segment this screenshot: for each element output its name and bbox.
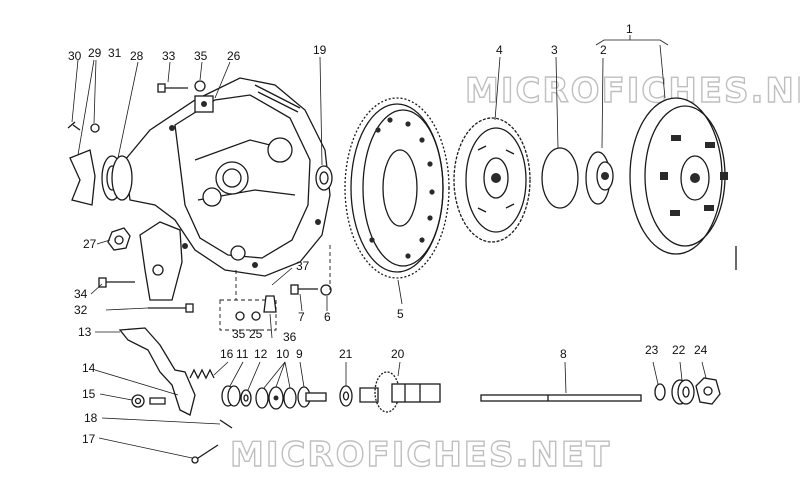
callout-24: 24 xyxy=(694,343,708,357)
callout-27: 27 xyxy=(83,237,97,251)
screw-30 xyxy=(67,121,81,131)
callout-28: 28 xyxy=(130,49,144,63)
callout-37: 37 xyxy=(296,259,310,273)
screw-7 xyxy=(290,284,318,295)
pressure-plate-1 xyxy=(629,97,728,255)
callout-33: 33 xyxy=(162,49,176,63)
o-ring-23 xyxy=(654,383,666,401)
callout-34: 34 xyxy=(74,287,88,301)
watermark-top: MICROFICHES.NET xyxy=(465,71,800,111)
screw-33 xyxy=(157,83,188,93)
callout-14: 14 xyxy=(82,361,96,375)
callout-20: 20 xyxy=(391,347,405,361)
callout-21: 21 xyxy=(339,347,353,361)
callout-8: 8 xyxy=(560,347,567,361)
callout-12: 12 xyxy=(254,347,268,361)
callout-labels: 1 2 3 4 5 6 7 8 9 10 11 12 13 14 15 16 1… xyxy=(68,22,708,446)
washer-21 xyxy=(339,385,353,407)
washer-31 xyxy=(90,123,100,133)
callout-11: 11 xyxy=(236,347,249,361)
push-rod-8 xyxy=(480,394,642,402)
thrust-plate-2 xyxy=(585,151,614,205)
clutch-housing xyxy=(124,77,331,301)
clutch-disc-4 xyxy=(453,117,531,243)
bushing-22 xyxy=(671,379,695,405)
washer-35-bottom xyxy=(235,311,245,321)
callout-5: 5 xyxy=(397,307,404,321)
bleeder-36 xyxy=(263,295,277,313)
callout-31: 31 xyxy=(108,46,122,60)
callout-13: 13 xyxy=(78,325,92,339)
oil-seal-19 xyxy=(315,165,333,191)
thrust-piece-9 xyxy=(297,386,327,408)
half-washer-29 xyxy=(69,149,96,206)
washer-25 xyxy=(251,311,261,321)
snap-ring-3 xyxy=(541,147,579,209)
callout-1: 1 xyxy=(626,22,633,36)
callout-7: 7 xyxy=(298,310,305,324)
callout-29: 29 xyxy=(88,46,102,60)
callout-16: 16 xyxy=(220,347,234,361)
gear-shaft-20 xyxy=(359,371,441,413)
callout-17: 17 xyxy=(82,432,96,446)
pin-17 xyxy=(191,444,219,464)
washer-35-top xyxy=(194,80,206,92)
pin-18 xyxy=(219,419,233,429)
callout-23: 23 xyxy=(645,343,659,357)
callout-6: 6 xyxy=(324,310,331,324)
bearing-28 xyxy=(101,155,133,201)
nut-24 xyxy=(695,377,721,405)
callout-32: 32 xyxy=(74,303,88,317)
flywheel-ring-gear-5 xyxy=(344,97,450,279)
callout-15: 15 xyxy=(82,387,96,401)
leader-lines xyxy=(71,35,707,459)
adjuster-screw-15 xyxy=(149,397,166,405)
callout-22: 22 xyxy=(672,343,686,357)
spring-16 xyxy=(189,368,215,380)
callout-36: 36 xyxy=(283,330,297,344)
callout-30: 30 xyxy=(68,49,82,63)
callout-35-top: 35 xyxy=(194,49,208,63)
callout-9: 9 xyxy=(296,347,303,361)
clutch-lever-13 xyxy=(118,327,196,416)
bushing-11 xyxy=(221,385,241,407)
callout-3: 3 xyxy=(551,43,558,57)
callout-2: 2 xyxy=(600,43,607,57)
washer-12 xyxy=(240,389,252,407)
callout-26: 26 xyxy=(227,49,241,63)
callout-18: 18 xyxy=(84,411,98,425)
callout-25: 25 xyxy=(249,327,263,341)
dashed-group-35-25 xyxy=(219,299,277,331)
callout-4: 4 xyxy=(496,43,503,57)
callout-10: 10 xyxy=(276,347,290,361)
screw-32 xyxy=(148,303,194,313)
watermark-bottom: MICROFICHES.NET xyxy=(230,435,611,475)
bearing-parts-10 xyxy=(255,386,297,410)
plug-27 xyxy=(107,227,131,251)
nut-15 xyxy=(131,394,145,408)
callout-19: 19 xyxy=(313,43,327,57)
washer-6 xyxy=(320,284,332,296)
screw-34 xyxy=(98,277,135,288)
callout-35-bottom: 35 xyxy=(232,327,246,341)
